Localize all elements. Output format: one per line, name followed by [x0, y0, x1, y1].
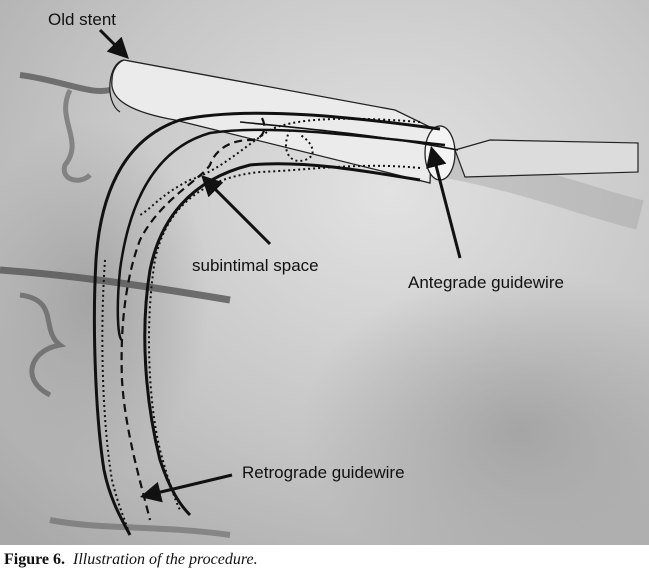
figure-caption: Figure 6. Illustration of the procedure.	[4, 549, 644, 571]
antegrade-guidewire	[239, 121, 459, 151]
subintimal-dotted-track	[101, 259, 129, 531]
subintimal-space-label: subintimal space	[192, 256, 319, 275]
subintimal-arrow	[201, 175, 272, 246]
vessel-shadow	[19, 72, 111, 94]
vessel-shadow	[0, 266, 231, 304]
vessel-shadow	[61, 88, 92, 183]
vessel-wall-lower	[143, 162, 421, 517]
old-stent-right-end	[424, 125, 456, 181]
retrograde-guidewire-label: Retrograde guidewire	[242, 463, 405, 482]
vessel-shadow	[49, 517, 231, 538]
antegrade-guidewire-label: Antegrade guidewire	[408, 273, 564, 292]
subintimal-dotted-track	[147, 164, 421, 511]
retrograde-guidewire	[120, 117, 266, 521]
vessel-wall-inner	[116, 128, 446, 342]
subintimal-dotted-track	[139, 117, 421, 216]
antegrade-arrow	[426, 145, 462, 259]
figure-caption-text: Illustration of the procedure.	[73, 551, 258, 568]
background-shadow	[0, 120, 210, 480]
retrograde-arrow	[139, 473, 233, 503]
old-stent-arrow	[98, 28, 129, 59]
old-stent-label: Old stent	[48, 10, 116, 29]
vessel-shadow	[19, 292, 67, 398]
old-stent-left-end	[109, 59, 125, 113]
vessel-wall-upper	[92, 111, 441, 536]
figure-image: Old stent subintimal space Antegrade gui…	[0, 0, 649, 545]
distal-vessel	[454, 139, 639, 178]
procedure-diagram: Old stent subintimal space Antegrade gui…	[0, 0, 649, 545]
subintimal-dotted-track	[285, 129, 314, 162]
old-stent	[111, 59, 433, 184]
figure-caption-label: Figure 6.	[4, 551, 66, 568]
background-shadow	[300, 270, 649, 545]
